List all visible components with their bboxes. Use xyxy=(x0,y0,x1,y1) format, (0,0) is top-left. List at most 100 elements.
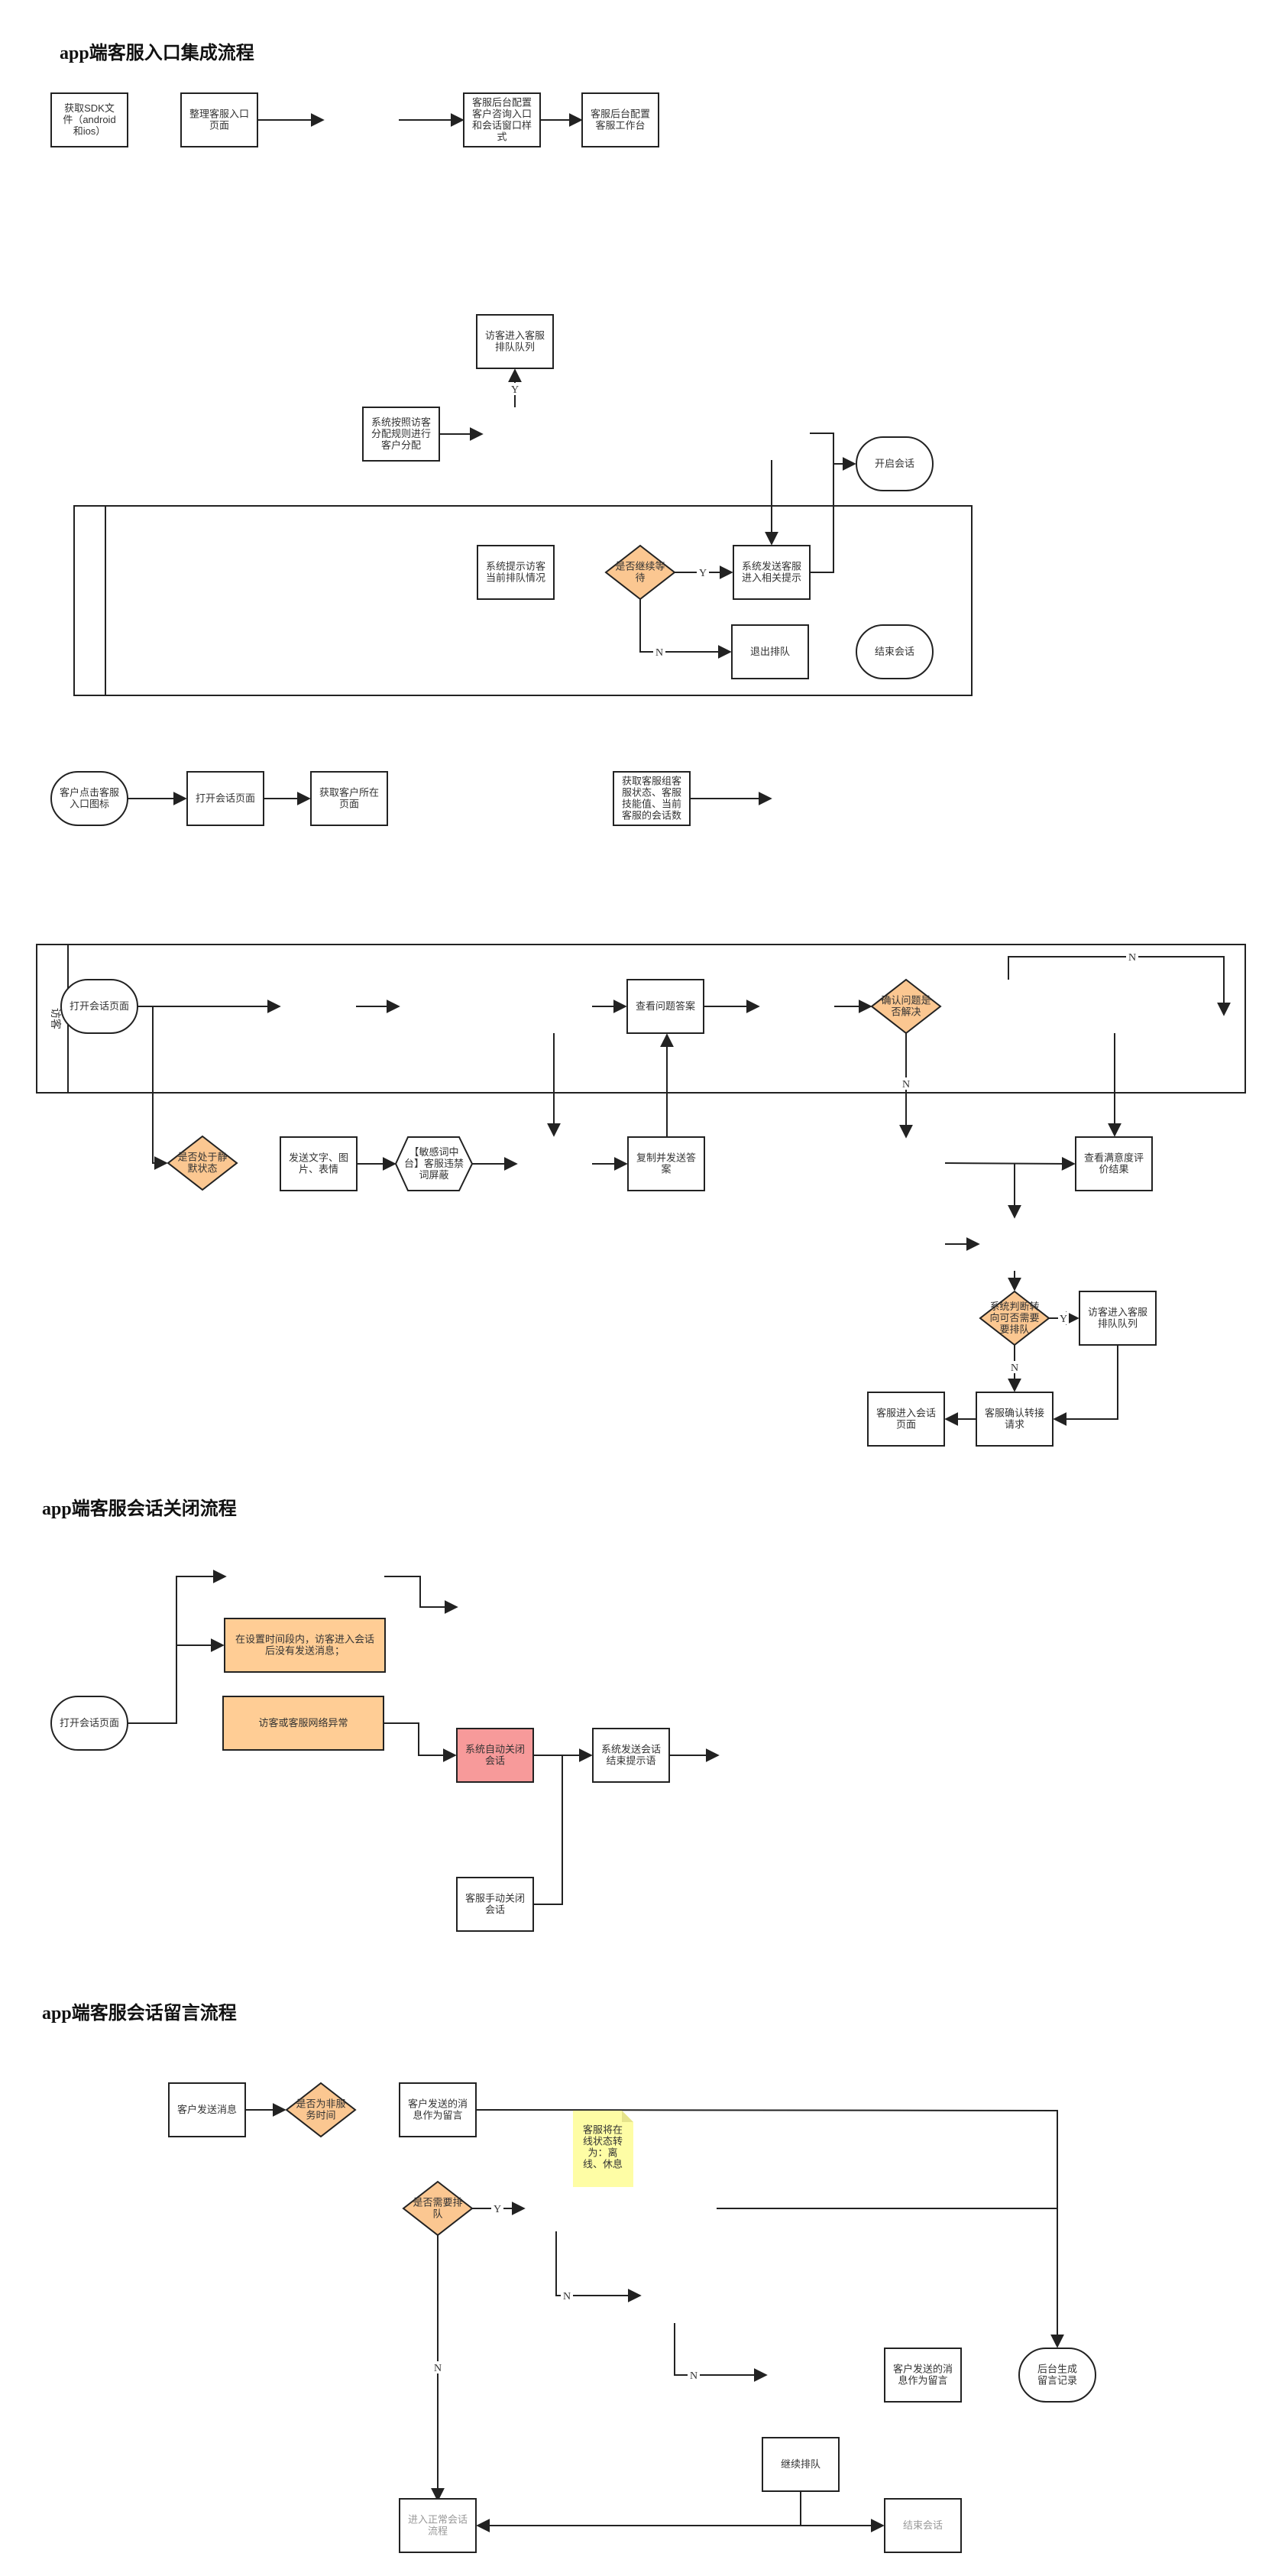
label-line: 服状态、客服 xyxy=(622,787,681,799)
label-line: 访客进入客服 xyxy=(1088,1307,1147,1318)
node-agent-page xyxy=(867,1392,945,1447)
label-line: 复制并发送答 xyxy=(636,1152,696,1164)
label-line: 客户发送消息 xyxy=(177,2104,237,2115)
label-line: 向可否需要 xyxy=(989,1312,1039,1324)
edge-label-no: N xyxy=(655,647,663,659)
label-agent-confirm: 客服确认转接请求 xyxy=(985,1408,1044,1431)
label-line: 查看满意度评 xyxy=(1084,1152,1144,1164)
label-view-satisfaction: 查看满意度评价结果 xyxy=(1084,1152,1144,1175)
label-line: 请求 xyxy=(1005,1419,1024,1431)
label-line: 排队队列 xyxy=(495,342,535,353)
edge-label-no: N xyxy=(1011,1363,1018,1374)
label-line: 案 xyxy=(661,1164,671,1175)
label-line: 是否为非服 xyxy=(296,2098,345,2110)
label-line: 获取SDK文 xyxy=(64,102,115,114)
label-visitor-queue-1: 访客进入客服排队队列 xyxy=(485,330,545,353)
node-agent-confirm xyxy=(976,1392,1054,1447)
label-check-transfer: 系统判断转向可否需要要排队 xyxy=(989,1301,1039,1335)
edge-no-1 xyxy=(555,2231,642,2302)
label-copy-send: 复制并发送答案 xyxy=(636,1152,696,1175)
label-open-page-1: 打开会话页面 xyxy=(196,792,255,804)
label-exit-queue: 退出排队 xyxy=(750,646,790,657)
label-start-session: 开启会话 xyxy=(875,458,914,469)
title-close-flow: app端客服会话关闭流程 xyxy=(42,1498,237,1519)
node-sensitive-filter xyxy=(394,1136,474,1191)
label-line: 和ios） xyxy=(73,125,106,137)
node-send-text xyxy=(280,1136,358,1191)
label-end-session-1: 结束会话 xyxy=(875,646,914,657)
label-line: 客服将在 xyxy=(583,2124,623,2136)
node-get-sdk xyxy=(50,92,128,147)
label-line: 系统提示访客 xyxy=(486,561,545,572)
label-line: 和会话窗口样 xyxy=(472,120,532,131)
edge xyxy=(152,1006,168,1170)
edge-no-exit xyxy=(639,599,732,659)
label-line: 客户咨询入口 xyxy=(472,109,532,120)
label-line: 是否处于静 xyxy=(177,1152,227,1163)
label-line: 是否需要排 xyxy=(413,2197,462,2208)
label-line: 词屏蔽 xyxy=(419,1169,448,1181)
label-line: 队 xyxy=(432,2208,442,2220)
label-line: 结束提示语 xyxy=(606,1755,655,1767)
label-sticky-note: 客服将在线状态转为：离线、休息 xyxy=(583,2124,623,2170)
note-fold xyxy=(622,2111,633,2122)
label-get-status: 获取客服组客服状态、客服技能值、当前客服的会话数 xyxy=(622,776,681,821)
label-line: 当前排队情况 xyxy=(486,572,545,584)
edge-label-yes: Y xyxy=(511,384,519,396)
edge xyxy=(810,433,834,573)
label-agent-page: 客服进入会话页面 xyxy=(876,1408,936,1431)
label-line: 页面 xyxy=(896,1419,916,1431)
node-queue-status xyxy=(477,545,555,600)
node-copy-send xyxy=(627,1136,705,1191)
label-assign-rule: 系统按照访客分配规则进行客户分配 xyxy=(371,416,431,451)
label-continue-wait: 是否继续等待 xyxy=(615,561,665,584)
label-line: 打开会话页面 xyxy=(60,1717,119,1729)
label-line: 页面 xyxy=(339,799,359,810)
label-line: 客服后台配置 xyxy=(591,109,650,120)
label-normal-flow: 进入正常会话流程 xyxy=(408,2514,468,2537)
label-manual-close: 客服手动关闭会话 xyxy=(465,1893,525,1916)
label-line: 客服后台配置 xyxy=(472,97,532,109)
label-line: 获取客户所在 xyxy=(319,787,379,799)
label-line: 客服工作台 xyxy=(595,120,645,131)
label-line: 片、表情 xyxy=(299,1164,338,1175)
label-send-prompt: 系统发送客服进入相关提示 xyxy=(742,561,801,584)
label-send-text: 发送文字、图片、表情 xyxy=(289,1152,348,1175)
label-line: 退出排队 xyxy=(750,646,790,657)
label-queue-status: 系统提示访客当前排队情况 xyxy=(486,561,545,584)
label-open-page-3: 打开会话页面 xyxy=(60,1717,119,1729)
node-start-session xyxy=(856,436,934,491)
node-customer-msg xyxy=(168,2082,246,2137)
label-bg xyxy=(509,383,521,395)
edge xyxy=(384,1576,458,1614)
label-bg xyxy=(1058,1312,1069,1324)
edge-label-yes: Y xyxy=(699,568,707,579)
label-sensitive-filter: 【敏感词中台】客服违禁词屏蔽 xyxy=(404,1146,464,1181)
swimlane-label-visitor: 访客 xyxy=(49,1008,62,1029)
edge xyxy=(128,1570,227,1724)
edge xyxy=(475,2109,1064,2348)
label-bg xyxy=(688,2369,700,2381)
node-normal-flow xyxy=(399,2498,477,2553)
label-admin-workbench: 客服后台配置客服工作台 xyxy=(591,109,650,131)
edge-label-no: N xyxy=(434,2363,442,2374)
node-organize-entry xyxy=(180,92,258,147)
label-line: 留言记录 xyxy=(1037,2375,1077,2386)
label-network-error: 访客或客服网络异常 xyxy=(258,1717,348,1729)
label-line: 系统发送会话 xyxy=(601,1744,661,1755)
label-line: 系统自动关闭 xyxy=(465,1744,525,1755)
label-line: 确认问题是 xyxy=(881,995,931,1006)
edge-label-yes: Y xyxy=(1060,1314,1067,1325)
label-line: 打开会话页面 xyxy=(70,1000,129,1012)
label-line: 进入相关提示 xyxy=(742,572,801,584)
edge-no-2 xyxy=(674,2323,768,2382)
label-bg xyxy=(1008,1361,1021,1373)
label-non-service-time: 是否为非服务时间 xyxy=(296,2098,345,2121)
node-timeout-no-msg xyxy=(224,1618,386,1673)
label-line: 入口图标 xyxy=(70,799,109,810)
edge-label-no: N xyxy=(1128,952,1136,964)
label-backend-record: 后台生成留言记录 xyxy=(1037,2364,1077,2386)
label-line: 会话 xyxy=(485,1755,505,1767)
node-admin-entry-style xyxy=(463,92,541,147)
